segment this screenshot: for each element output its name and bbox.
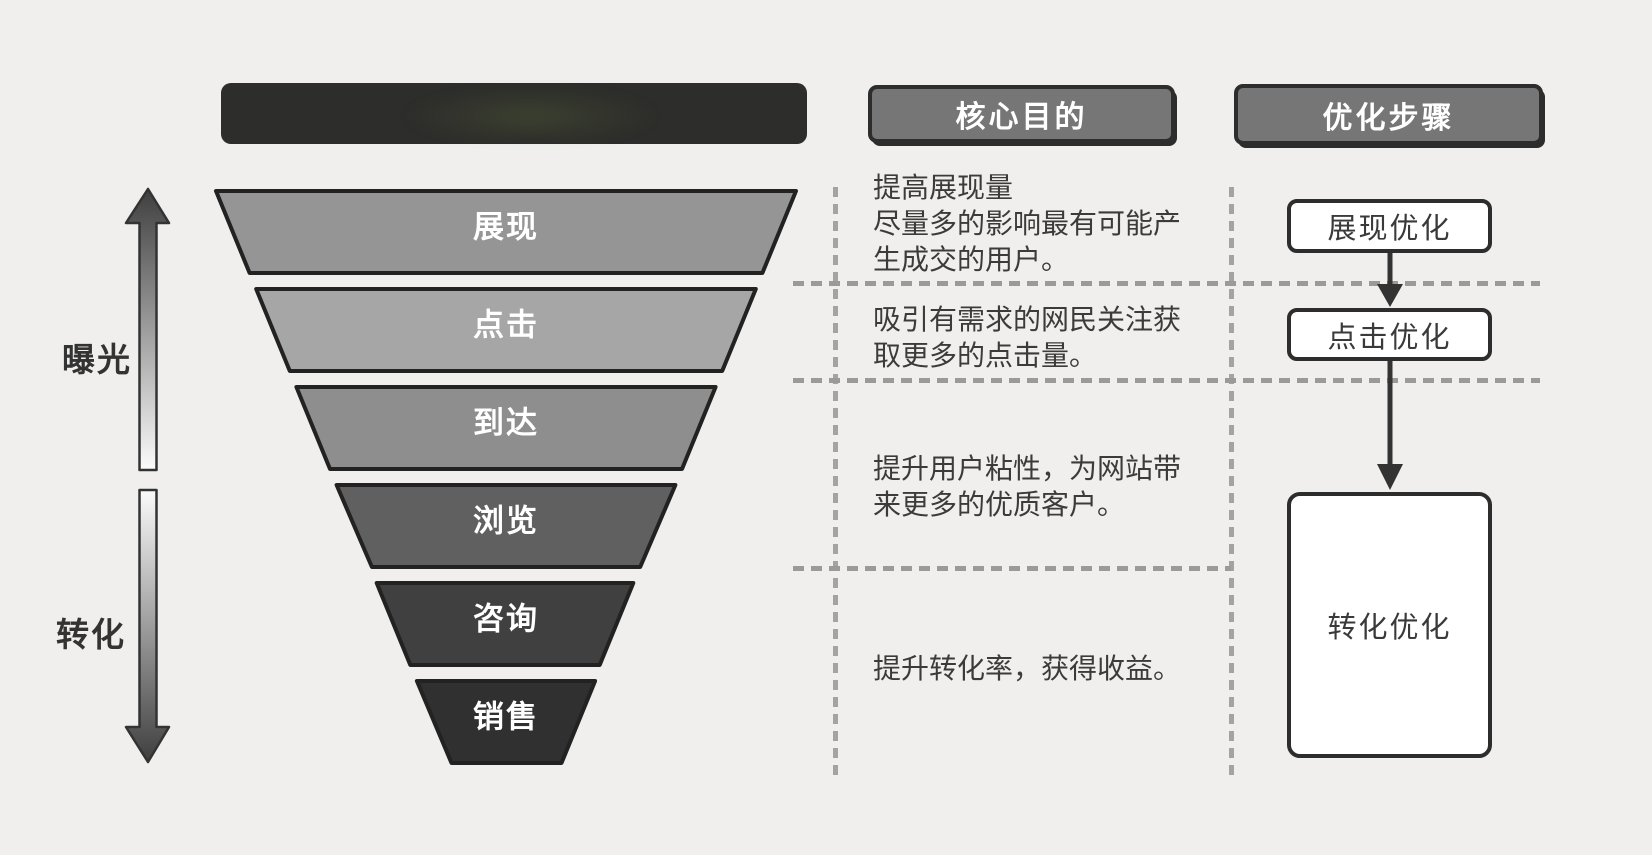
- divider-horizontal-2: [793, 378, 1540, 383]
- funnel-level-arrive: [294, 385, 718, 471]
- purpose-text-stickiness: 提升用户粘性，为网站带 来更多的优质客户。: [873, 451, 1203, 523]
- step-label: 转化优化: [1327, 612, 1452, 644]
- step-box-click-optimization: 点击优化: [1287, 308, 1492, 361]
- divider-horizontal-3: [793, 566, 1231, 571]
- step-label: 展现优化: [1327, 213, 1452, 245]
- purpose-line: 尽量多的影响最有可能产: [873, 208, 1182, 239]
- exposure-axis-arrow-up: [124, 187, 171, 472]
- purpose-line: 来更多的优质客户。: [873, 489, 1126, 520]
- funnel-level-click: [254, 287, 758, 373]
- funnel-label-consult: 咨询: [473, 602, 539, 637]
- header-optimization-steps: 优化步骤: [1234, 84, 1543, 145]
- axis-label-exposure: 曝光: [62, 341, 132, 378]
- funnel-label-display: 展现: [473, 210, 539, 245]
- axis-label-conversion: 转化: [56, 616, 126, 653]
- purpose-line: 提升转化率，获得收益。: [873, 653, 1182, 684]
- step-label: 点击优化: [1327, 321, 1452, 354]
- purpose-text-conversion: 提升转化率，获得收益。: [873, 651, 1203, 687]
- purpose-text-display: 提高展现量 尽量多的影响最有可能产 生成交的用户。: [873, 170, 1203, 278]
- title-bar-redacted: [221, 83, 807, 144]
- purpose-text-click: 吸引有需求的网民关注获 取更多的点击量。: [873, 302, 1203, 374]
- funnel-level-sale: [414, 679, 598, 765]
- funnel-label-browse: 浏览: [473, 504, 539, 539]
- header-optimization-steps-label: 优化步骤: [1322, 101, 1455, 135]
- blurred-text-smudge: [406, 87, 656, 140]
- step-box-conversion-optimization: 转化优化: [1287, 492, 1492, 758]
- funnel-label-arrive: 到达: [473, 406, 539, 441]
- funnel-label-sale: 销售: [473, 700, 539, 735]
- flow-arrow-2-head: [1377, 464, 1403, 490]
- purpose-line: 取更多的点击量。: [873, 340, 1098, 371]
- step-box-display-optimization: 展现优化: [1287, 199, 1492, 253]
- purpose-line: 吸引有需求的网民关注获: [873, 304, 1182, 335]
- flow-arrow-1-head: [1377, 284, 1403, 307]
- divider-vertical-left: [833, 187, 838, 775]
- header-core-purpose: 核心目的: [868, 85, 1175, 143]
- purpose-line: 生成交的用户。: [873, 244, 1070, 275]
- funnel-label-click: 点击: [473, 308, 539, 343]
- funnel-level-consult: [374, 581, 636, 667]
- divider-vertical-right: [1229, 187, 1234, 775]
- purpose-line: 提高展现量: [873, 172, 1014, 203]
- funnel-level-display: [214, 189, 798, 275]
- conversion-axis-arrow-down: [124, 488, 171, 764]
- funnel-level-browse: [334, 483, 678, 569]
- divider-horizontal-1: [793, 281, 1540, 286]
- header-core-purpose-label: 核心目的: [955, 101, 1088, 134]
- purpose-line: 提升用户粘性，为网站带: [873, 453, 1182, 484]
